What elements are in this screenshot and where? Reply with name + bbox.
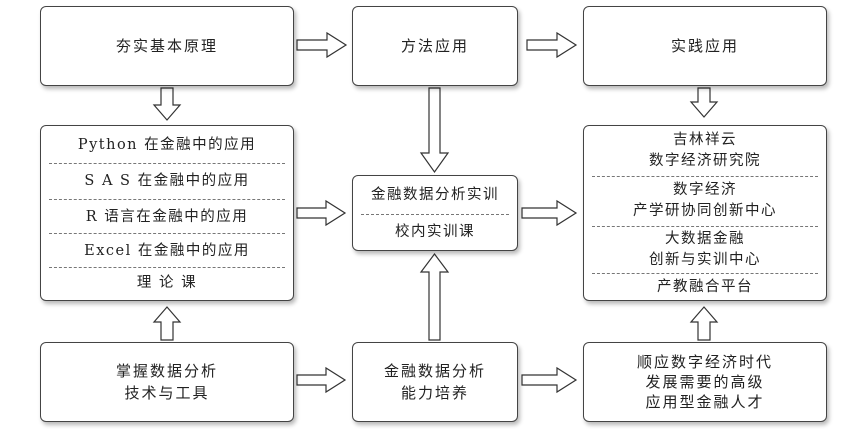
platform-item: 数字经济 产学研协同创新中心 [584,178,826,224]
skills-line: 技术与工具 [124,384,210,402]
training-box: 金融数据分析实训 校内实训课 [352,175,518,251]
dashed-divider [592,176,818,177]
arrow-up-icon [419,253,450,341]
theory-item: R 语言在金融中的应用 [85,208,249,225]
platform-line: 产教融合平台 [657,278,753,295]
skills-line: 掌握数据分析 [115,362,218,380]
method-label: 方法应用 [400,37,469,55]
talent-line: 应用型金融人才 [645,393,765,411]
arrow-down-icon [419,87,450,174]
platform-item: 吉林祥云 数字经济研究院 [584,128,826,174]
platforms-box: 吉林祥云 数字经济研究院 数字经济 产学研协同创新中心 大数据金融 创新与实训中… [583,125,827,301]
talent-box: 顺应数字经济时代 发展需要的高级 应用型金融人才 [583,342,827,422]
arrow-down-icon [689,87,719,118]
platform-line: 产学研协同创新中心 [633,203,777,219]
training-course: 校内实训课 [395,223,475,240]
platform-line: 大数据金融 [665,231,745,247]
ability-line: 金融数据分析 [383,362,486,380]
dashed-divider [592,273,818,274]
foundation-label: 夯实基本原理 [115,37,218,55]
practice-box: 实践应用 [583,6,827,86]
dashed-divider [361,214,509,215]
talent-line: 发展需要的高级 [645,373,765,391]
platform-item: 产教融合平台 [584,275,826,299]
dashed-divider [592,226,818,227]
arrow-up-icon [689,306,719,341]
theory-item: Python 在金融中的应用 [77,136,257,153]
dashed-divider [49,163,285,164]
arrow-right-icon [521,199,578,227]
training-title: 金融数据分析实训 [371,186,499,203]
foundation-box: 夯实基本原理 [40,6,294,86]
dashed-divider [49,233,285,234]
arrow-up-icon [152,306,182,341]
platform-item: 大数据金融 创新与实训中心 [584,228,826,272]
platform-line: 吉林祥云 [673,132,737,148]
ability-box: 金融数据分析 能力培养 [352,342,518,422]
platform-line: 数字经济 [673,182,737,198]
theory-course-box: Python 在金融中的应用 S A S 在金融中的应用 R 语言在金融中的应用… [40,125,294,301]
theory-item: Excel 在金融中的应用 [84,242,250,259]
ability-line: 能力培养 [400,384,469,402]
arrow-right-icon [296,199,347,227]
method-box: 方法应用 [352,6,518,86]
talent-line: 顺应数字经济时代 [636,353,773,371]
arrow-down-icon [152,87,182,121]
theory-item: S A S 在金融中的应用 [84,172,250,189]
platform-line: 创新与实训中心 [649,252,761,268]
skills-box: 掌握数据分析 技术与工具 [40,342,294,422]
arrow-right-icon [521,366,578,394]
arrow-right-icon [296,31,348,59]
arrow-right-icon [296,366,347,394]
arrow-right-icon [526,31,578,59]
platform-line: 数字经济研究院 [649,153,761,169]
theory-course-label: 理 论 课 [136,274,198,291]
practice-label: 实践应用 [670,37,739,55]
dashed-divider [49,199,285,200]
dashed-divider [49,267,285,268]
